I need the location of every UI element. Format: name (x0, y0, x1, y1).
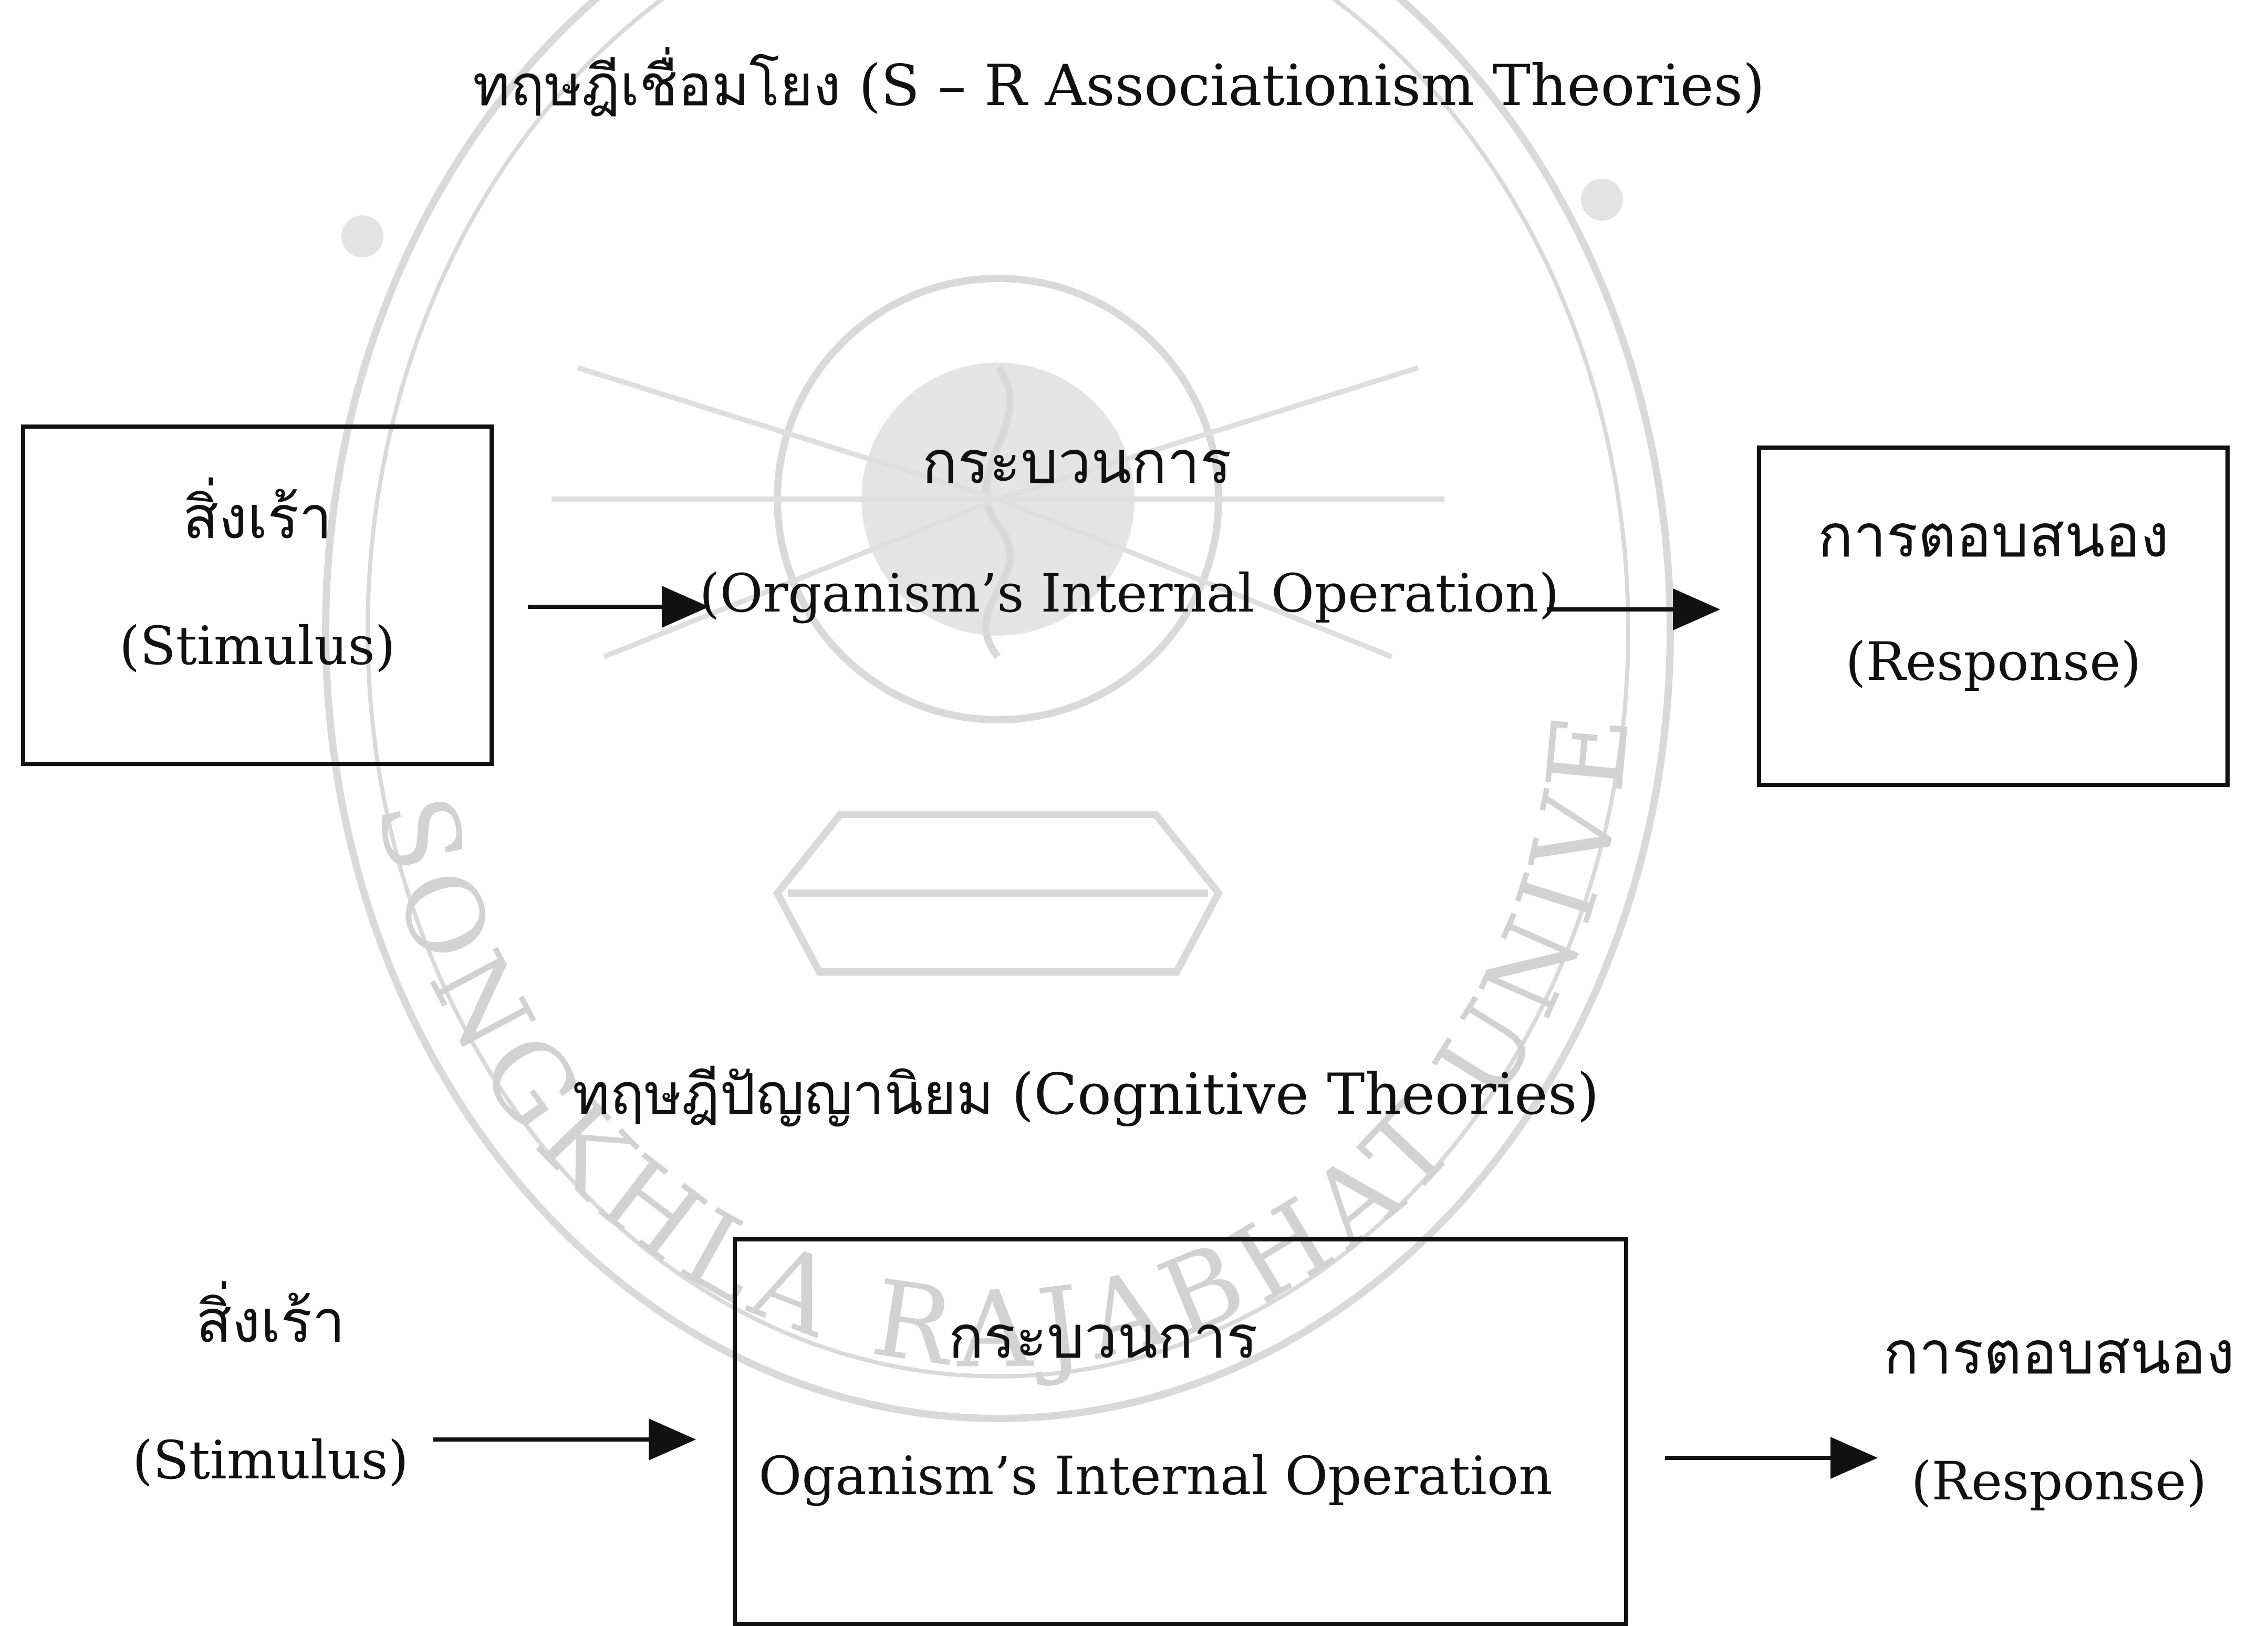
bottom-stimulus-english-label: (Stimulus) (132, 1430, 409, 1491)
bottom-stimulus-thai-label: สิ่งเร้า (195, 1288, 346, 1356)
process-thai-label: กระบวนการ (922, 429, 1232, 497)
response-box (1757, 446, 2230, 787)
arrow-process-to-response (1547, 588, 1720, 630)
bottom-diagram-title: ทฤษฎีปัญญานิยม (Cognitive Theories) (573, 1062, 1599, 1127)
bottom-response-thai-label: การตอบสนอง (1883, 1319, 2235, 1387)
stimulus-english-label: (Stimulus) (119, 615, 396, 677)
arrow-stimulus-to-process (528, 586, 709, 628)
bottom-arrow-stimulus-to-process (433, 1418, 696, 1461)
process-english-label: (Organism’s Internal Operation) (699, 563, 1559, 624)
process-box (733, 1237, 1628, 1626)
bottom-process-english-label: Oganism’s Internal Operation (758, 1445, 1553, 1507)
response-english-label: (Response) (1845, 631, 2141, 692)
top-diagram-title: ทฤษฎีเชื่อมโยง (S – R Associationism The… (473, 53, 1765, 119)
stimulus-box (21, 424, 494, 766)
bottom-arrow-process-to-response (1665, 1437, 1878, 1479)
bottom-process-thai-label: กระบวนการ (948, 1303, 1258, 1372)
bottom-response-english-label: (Response) (1911, 1451, 2207, 1512)
stimulus-thai-label: สิ่งเร้า (182, 484, 332, 552)
response-thai-label: การตอบสนอง (1817, 502, 2169, 571)
